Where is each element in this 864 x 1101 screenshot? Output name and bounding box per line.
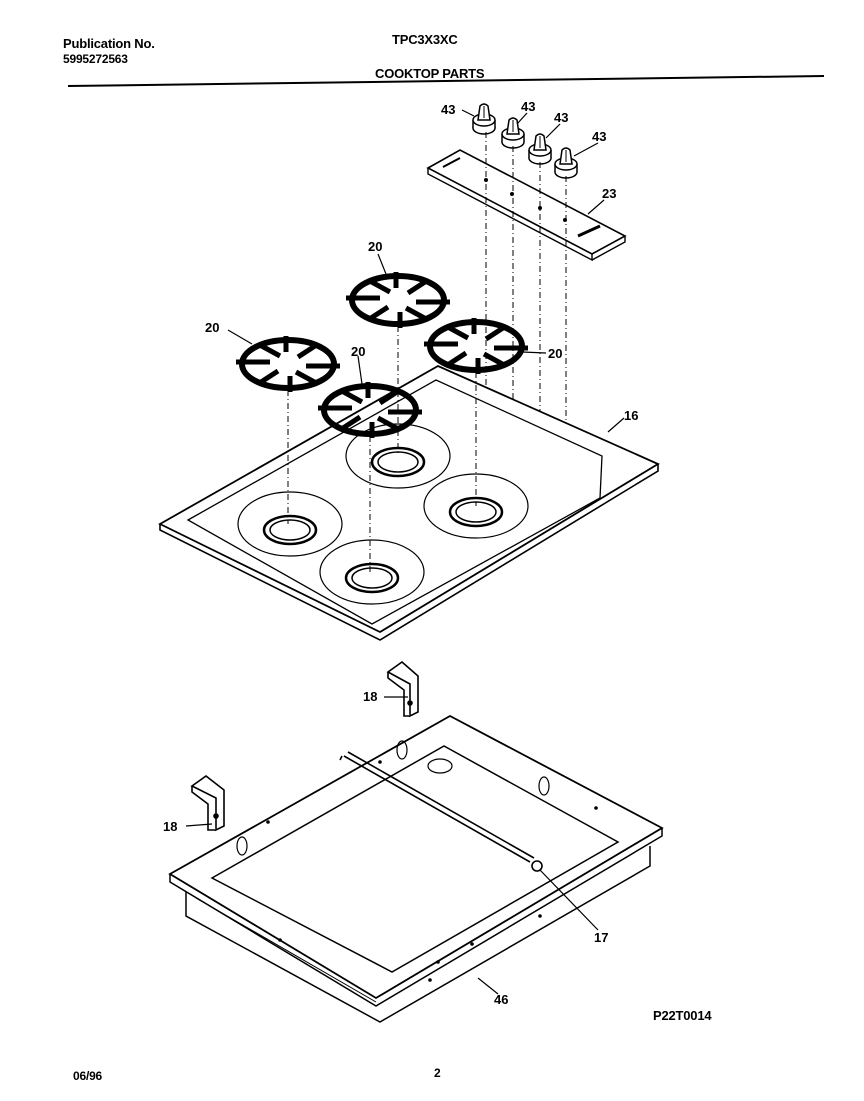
callout-knob-3: 43 [554, 110, 568, 125]
callout-cooktop: 16 [624, 408, 638, 423]
callout-bracket-lower: 18 [163, 819, 177, 834]
callout-rod: 17 [594, 930, 608, 945]
callout-knob-1: 43 [441, 102, 455, 117]
publication-number: 5995272563 [63, 52, 128, 66]
callout-grate-top: 20 [368, 239, 382, 254]
header-rule [67, 75, 825, 87]
model-number: TPC3X3XC [392, 32, 458, 47]
callout-knob-2: 43 [521, 99, 535, 114]
grate-top [346, 272, 450, 328]
callout-grate-right: 20 [548, 346, 562, 361]
section-title: COOKTOP PARTS [375, 66, 485, 81]
callout-box: 46 [494, 992, 508, 1007]
rod [339, 751, 543, 872]
callout-grate-center: 20 [351, 344, 365, 359]
callout-control-panel: 23 [602, 186, 616, 201]
cooktop [158, 364, 660, 641]
grate-right [424, 318, 528, 374]
footer-date: 06/96 [73, 1069, 103, 1083]
diagram-id: P22T0014 [653, 1008, 712, 1023]
grate-alignment-lines [287, 326, 477, 572]
knob-2 [501, 117, 525, 149]
knob-1 [472, 103, 496, 135]
leader-lines [185, 109, 625, 995]
knob-4 [554, 147, 578, 179]
knob-3 [528, 133, 552, 165]
callout-bracket-upper: 18 [363, 689, 377, 704]
control-panel [426, 149, 627, 262]
burner-box [168, 714, 664, 1023]
bracket-upper [386, 660, 419, 718]
callout-grate-left: 20 [205, 320, 219, 335]
publication-label: Publication No. [63, 36, 155, 51]
bracket-lower [190, 775, 225, 832]
page-number: 2 [434, 1066, 441, 1080]
callout-knob-4: 43 [592, 129, 606, 144]
